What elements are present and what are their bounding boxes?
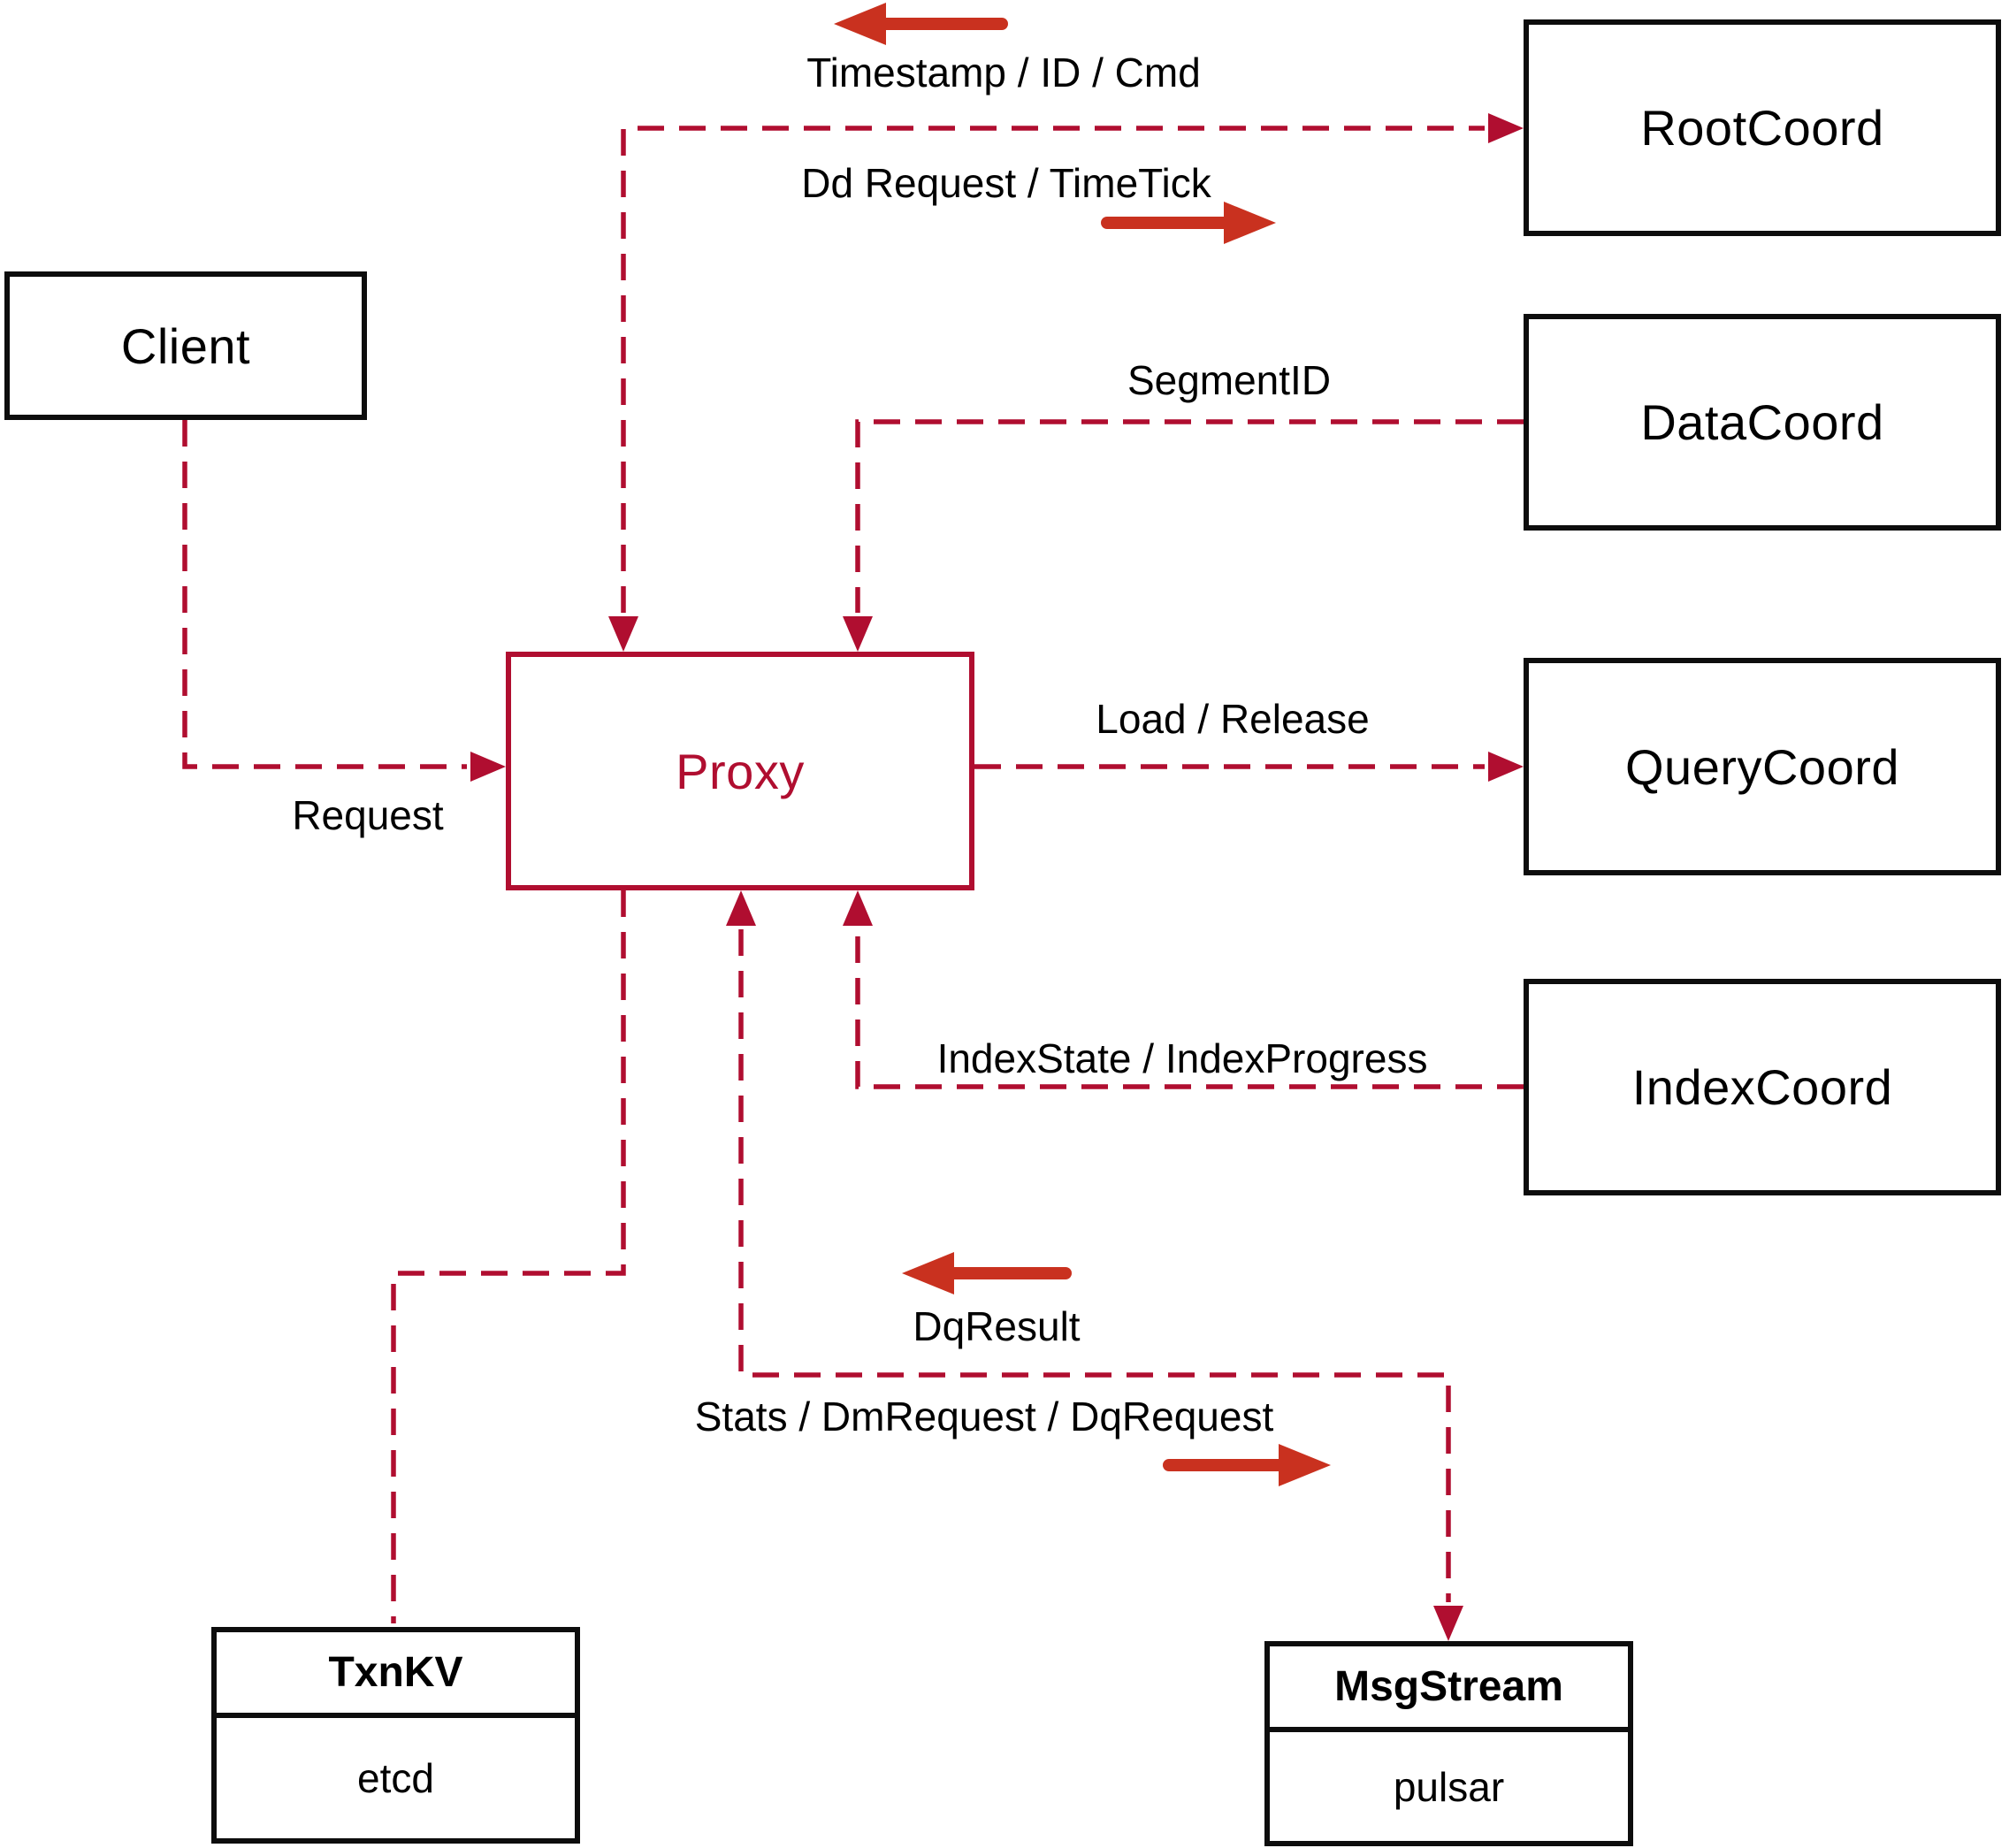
edge-proxy-rootcoord <box>621 126 1485 613</box>
label-dqresult: DqResult <box>913 1303 1081 1349</box>
edge-indexcoord-proxy <box>855 929 1524 1089</box>
direction-arrowhead-left-timestamp <box>834 3 886 45</box>
arrowhead-into-querycoord <box>1488 752 1524 782</box>
rootcoord-node: RootCoord <box>1524 19 2001 236</box>
arrowhead-into-msgstream <box>1433 1606 1463 1641</box>
edge-datacoord-proxy <box>855 419 1524 613</box>
rootcoord-label: RootCoord <box>1640 100 1884 156</box>
msgstream-title: MsgStream <box>1270 1646 1628 1732</box>
arrowhead-into-proxy-top-left <box>608 616 638 652</box>
arrowhead-into-proxy-top-right <box>843 616 873 652</box>
txnkv-title: TxnKV <box>217 1632 575 1718</box>
label-stats-dmrequest-dqrequest: Stats / DmRequest / DqRequest <box>694 1394 1274 1439</box>
proxy-node: Proxy <box>506 652 974 890</box>
msgstream-implementation: pulsar <box>1393 1763 1505 1810</box>
client-label: Client <box>120 317 251 374</box>
arrowhead-into-proxy-left <box>470 752 506 782</box>
label-segmentid: SegmentID <box>1127 357 1332 403</box>
datacoord-node: DataCoord <box>1524 314 2001 531</box>
label-timestamp-id-cmd: Timestamp / ID / Cmd <box>806 50 1201 95</box>
txnkv-implementation: etcd <box>357 1755 434 1801</box>
direction-arrowhead-left-dqresult <box>902 1252 954 1294</box>
direction-arrowhead-right-stats <box>1279 1444 1331 1486</box>
client-node: Client <box>4 271 367 420</box>
edge-proxy-txnkv <box>391 890 626 1623</box>
arrowhead-into-rootcoord <box>1488 113 1524 143</box>
txnkv-node: TxnKV etcd <box>211 1627 580 1844</box>
edge-proxy-msgstream <box>738 929 1451 1602</box>
querycoord-node: QueryCoord <box>1524 658 2001 875</box>
label-request: Request <box>292 792 444 838</box>
datacoord-label: DataCoord <box>1640 394 1884 450</box>
querycoord-label: QueryCoord <box>1624 738 1900 795</box>
indexcoord-node: IndexCoord <box>1524 979 2001 1195</box>
arrowhead-into-proxy-bottom-center <box>726 890 756 926</box>
msgstream-node: MsgStream pulsar <box>1264 1641 1633 1846</box>
proxy-label: Proxy <box>676 743 805 799</box>
indexcoord-label: IndexCoord <box>1631 1059 1893 1115</box>
label-indexstate-indexprogress: IndexState / IndexProgress <box>936 1035 1428 1081</box>
label-load-release: Load / Release <box>1096 696 1370 742</box>
label-dd-request-timetick: Dd Request / TimeTick <box>801 160 1211 206</box>
direction-arrowhead-right-ddrequest <box>1224 202 1276 244</box>
arrowhead-into-proxy-bottom-right <box>843 890 873 926</box>
edge-client-proxy <box>182 420 467 769</box>
